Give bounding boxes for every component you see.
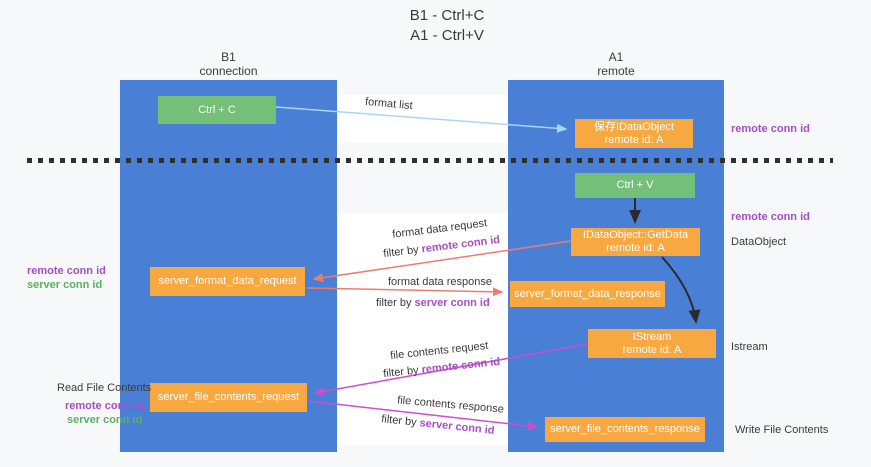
save-dataobject-line1: 保存IDataObject [593,120,675,133]
left-label-remote-conn-id-bottom: remote conn id [65,400,144,412]
left-label-read-file-contents: Read File Contents [57,382,152,394]
right-label-remote-conn-id-mid: remote conn id [731,211,810,223]
getdata-line2: remote id: A [606,242,665,254]
ctrl-c-label: Ctrl + C [198,103,236,116]
node-ctrl-c: Ctrl + C [158,96,276,124]
right-label-remote-conn-id-top: remote conn id [731,123,810,135]
node-istream: IStream remote id: A [588,329,716,358]
filter-by-text: filter by [376,297,415,309]
node-ctrl-v: Ctrl + V [575,173,695,198]
right-label-write-file-contents: Write File Contents [735,424,829,436]
server-format-data-response-label: server_format_data_response [514,287,661,300]
server-file-contents-request-label: server_file_contents_request [157,391,300,403]
lane-a1-sub: remote [597,64,635,78]
edge-label-format-data-response-filter: filter by server conn id [376,297,490,309]
left-label-remote-conn-id-top: remote conn id [27,265,106,277]
server-conn-id-text: server conn id [414,297,490,309]
node-server-file-contents-response: server_file_contents_response [545,417,705,442]
lane-b1-sub: connection [199,64,258,78]
diagram-title: B1 - Ctrl+C A1 - Ctrl+V [297,6,597,46]
node-getdata: IDataObject::GetData remote id: A [571,228,700,256]
edge-label-format-data-response: format data response [388,276,492,288]
label-backdrop-top [338,95,508,143]
istream-line2: remote id: A [622,343,682,356]
node-save-dataobject: 保存IDataObject remote id: A [575,119,693,148]
lane-header-a1: A1 remote [508,50,724,78]
server-format-data-request-label: server_format_data_request [158,275,297,287]
title-line-a1: A1 - Ctrl+V [410,27,484,44]
node-server-format-data-response: server_format_data_response [510,281,665,307]
node-server-format-data-request: server_format_data_request [150,267,305,296]
lane-a1-name: A1 [608,50,624,64]
right-label-istream: Istream [731,341,768,353]
left-label-server-conn-id-bottom: server conn id [67,414,143,426]
right-label-dataobject: DataObject [731,236,787,248]
istream-line1: IStream [632,330,672,343]
save-dataobject-line2: remote id: A [604,133,664,146]
node-server-file-contents-request: server_file_contents_request [150,383,307,412]
lane-header-b1: B1 connection [120,50,337,78]
ctrl-v-label: Ctrl + V [616,179,654,191]
getdata-line1: IDataObject::GetData [582,229,689,241]
left-label-server-conn-id-top: server conn id [27,279,103,291]
server-file-contents-response-label: server_file_contents_response [550,423,700,435]
dashed-separator [27,158,833,163]
lane-b1-name: B1 [221,50,236,64]
title-line-b1: B1 - Ctrl+C [409,7,485,24]
